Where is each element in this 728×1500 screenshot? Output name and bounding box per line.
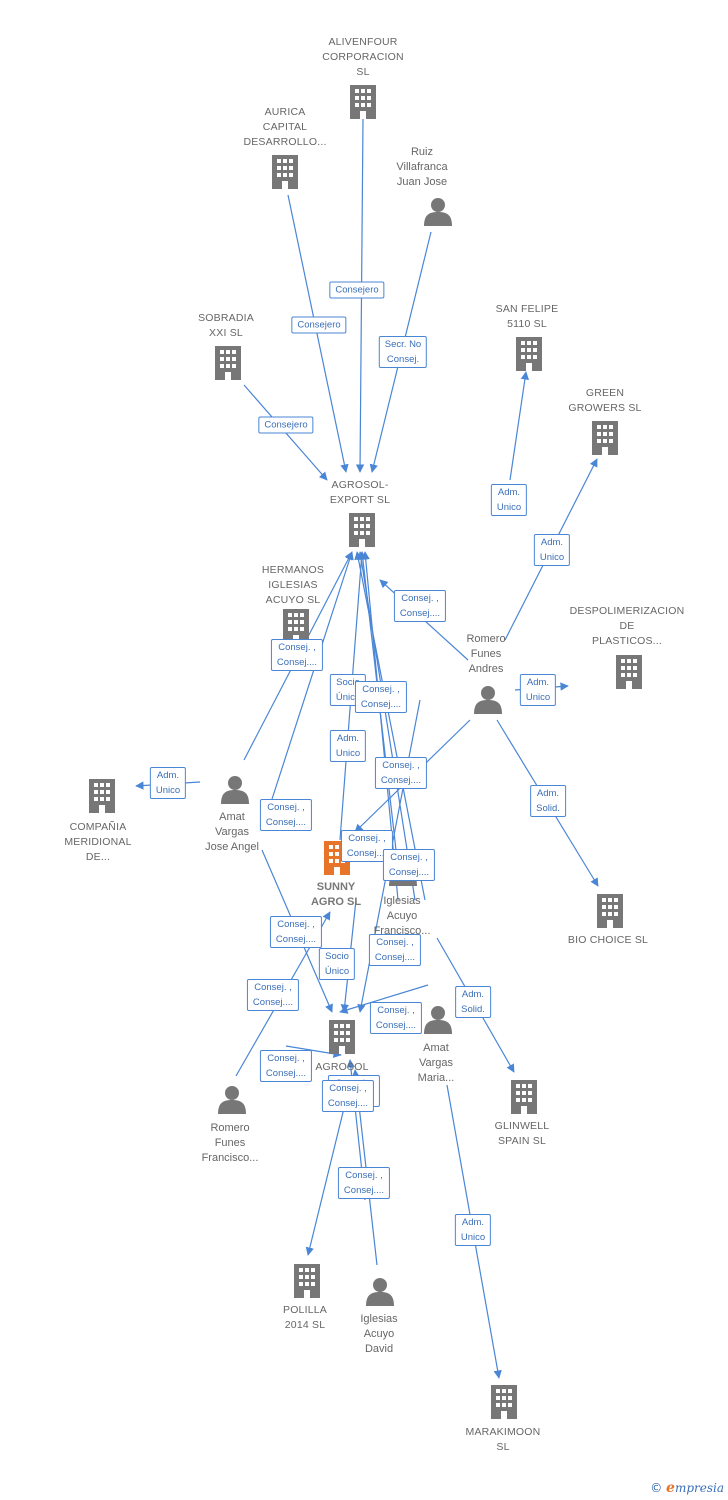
brand-footer: © empresia (650, 1480, 724, 1496)
relation-label[interactable]: Adm. Unico (533, 534, 571, 566)
person-node-label[interactable]: Iglesias Acuyo Francisco... (373, 895, 431, 937)
company-node-label[interactable]: DESPOLIMERIZACION DE PLASTICOS... (569, 605, 685, 647)
relation-label[interactable]: Adm. Unico (329, 730, 367, 762)
relation-edge (261, 551, 354, 831)
copyright-icon: © (650, 1481, 663, 1495)
relation-label[interactable]: Consej. , Consej.... (369, 1002, 423, 1034)
relation-label[interactable]: Consej. , Consej.... (354, 681, 408, 713)
company-node-label[interactable]: AGROSOL- EXPORT SL (329, 479, 391, 506)
company-node-label[interactable]: GLINWELL SPAIN SL (494, 1120, 550, 1147)
company-node-label[interactable]: SUNNY AGRO SL (310, 881, 362, 908)
building-icon[interactable] (516, 337, 542, 371)
person-node-label[interactable]: Romero Funes Andres (466, 633, 506, 675)
company-node-label[interactable]: COMPAÑIA MERIDIONAL DE... (64, 821, 132, 863)
relation-label[interactable]: Consej. , Consej.... (321, 1080, 375, 1112)
relation-label[interactable]: Consej. , Consej.... (259, 799, 313, 831)
relation-label[interactable]: Adm. Unico (454, 1214, 492, 1246)
relation-label[interactable]: Consejero (291, 316, 347, 334)
company-node-label[interactable]: GREEN GROWERS SL (568, 387, 642, 414)
relation-label[interactable]: Consej. , Consej.... (246, 979, 300, 1011)
relation-label[interactable]: Consej. , Consej.... (337, 1167, 391, 1199)
relation-label[interactable]: Consej. , Consej.... (393, 590, 447, 622)
relation-label[interactable]: Secr. No Consej. (378, 336, 428, 368)
building-icon[interactable] (89, 779, 115, 813)
company-node-label[interactable]: MARAKIMOON SL (465, 1426, 541, 1453)
relation-label[interactable]: Adm. Unico (519, 674, 557, 706)
relation-label[interactable]: Consejero (258, 416, 314, 434)
person-icon[interactable] (424, 198, 452, 226)
relation-label[interactable]: Adm. Solid. (455, 986, 491, 1018)
relation-edge (354, 551, 426, 901)
company-node-label[interactable]: SAN FELIPE 5110 SL (495, 303, 559, 330)
relation-label[interactable]: Adm. Solid. (530, 785, 566, 817)
building-icon[interactable] (597, 894, 623, 928)
relation-label[interactable]: Consej. , Consej.... (270, 639, 324, 671)
person-icon[interactable] (221, 776, 249, 804)
building-icon[interactable] (272, 155, 298, 189)
person-node-label[interactable]: Iglesias Acuyo David (360, 1313, 398, 1355)
relation-label[interactable]: Consejero (329, 281, 385, 299)
person-node-label[interactable]: Ruiz Villafranca Juan Jose (396, 146, 448, 188)
company-node-label[interactable]: BIO CHOICE SL (567, 934, 649, 946)
company-node-label[interactable]: AGROSOL (315, 1061, 369, 1073)
relation-label[interactable]: Adm. Unico (149, 767, 187, 799)
building-icon[interactable] (350, 85, 376, 119)
relation-edge (509, 371, 530, 481)
person-node-label[interactable]: Romero Funes Francisco... (201, 1122, 259, 1164)
person-icon[interactable] (424, 1006, 452, 1034)
person-icon[interactable] (474, 686, 502, 714)
person-icon[interactable] (218, 1086, 246, 1114)
company-node-label[interactable]: POLILLA 2014 SL (282, 1304, 327, 1331)
relation-label[interactable]: Consej. , Consej.... (259, 1050, 313, 1082)
relation-edge (287, 194, 349, 473)
building-icon[interactable] (511, 1080, 537, 1114)
company-node-label[interactable]: AURICA CAPITAL DESARROLLO... (243, 106, 327, 148)
building-icon[interactable] (329, 1020, 355, 1054)
relation-label[interactable]: Adm. Unico (490, 484, 528, 516)
company-node-label[interactable]: HERMANOS IGLESIAS ACUYO SL (261, 564, 325, 606)
building-icon[interactable] (491, 1385, 517, 1419)
person-node-label[interactable]: Amat Vargas Jose Angel (205, 811, 259, 853)
building-icon[interactable] (592, 421, 618, 455)
brand-logo-initial: e (666, 1480, 675, 1496)
relation-edge (339, 984, 429, 1014)
building-icon[interactable] (283, 609, 309, 643)
building-icon[interactable] (616, 655, 642, 689)
relation-label[interactable]: Consej. , Consej.... (368, 934, 422, 966)
relation-edge (305, 1099, 347, 1256)
person-icon[interactable] (366, 1278, 394, 1306)
building-icon[interactable] (215, 346, 241, 380)
relation-label[interactable]: Consej. , Consej.... (382, 849, 436, 881)
building-icon[interactable] (294, 1264, 320, 1298)
person-node-label[interactable]: Amat Vargas Maria... (417, 1042, 455, 1084)
company-node-label[interactable]: SOBRADIA XXI SL (198, 312, 254, 339)
relation-label[interactable]: Consej. , Consej.... (374, 757, 428, 789)
relation-label[interactable]: Socio Único (318, 948, 356, 980)
relation-label[interactable]: Consej. , Consej.... (269, 916, 323, 948)
brand-logo-text: mpresia (674, 1481, 724, 1495)
building-icon[interactable] (349, 513, 375, 547)
company-node-label[interactable]: ALIVENFOUR CORPORACION SL (322, 36, 404, 78)
